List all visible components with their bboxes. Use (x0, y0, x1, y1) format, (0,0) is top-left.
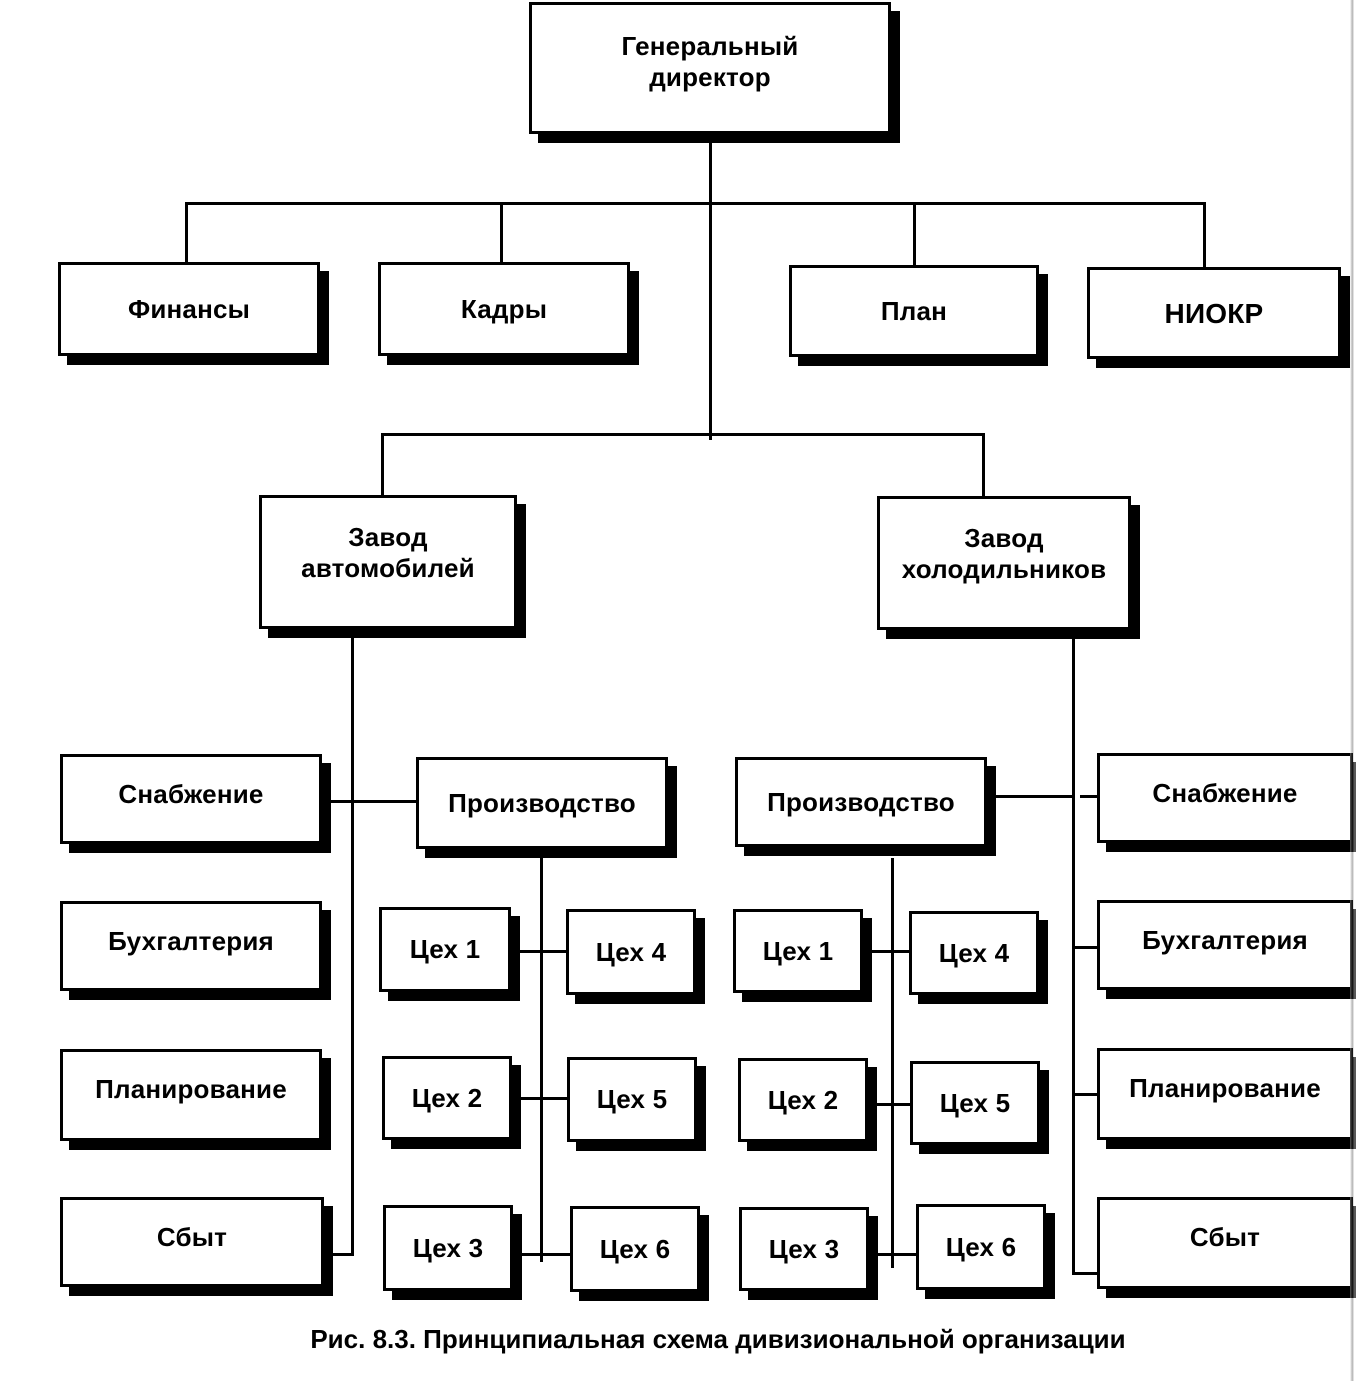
node-label-line2: директор (649, 62, 771, 92)
node-label: Планирование (1129, 1073, 1321, 1103)
connector-staff-bus (185, 202, 1205, 205)
connector-division-auto (381, 433, 384, 497)
node-auto-workshop-3: Цех 3 (383, 1205, 513, 1291)
node-label-line1: Генеральный (621, 31, 799, 61)
node-label-line2: холодильников (901, 554, 1107, 584)
node-fridge-workshop-5: Цех 5 (910, 1061, 1040, 1145)
node-fridge-production: Производство (735, 757, 987, 847)
node-fridge-supply: Снабжение (1097, 753, 1353, 843)
node-plan: План (789, 265, 1039, 357)
node-fridge-workshop-3: Цех 3 (739, 1207, 869, 1291)
connector-fridge-production (996, 795, 1074, 798)
node-auto-planning: Планирование (60, 1049, 322, 1141)
connector-fridge-supply (1080, 795, 1098, 798)
node-label: Цех 1 (762, 935, 834, 966)
node-label: Цех 3 (768, 1233, 840, 1264)
node-label: Сбыт (156, 1222, 228, 1252)
node-label: Производство (448, 787, 636, 818)
node-label: Цех 2 (411, 1082, 483, 1113)
connector-auto-workshop-row1 (508, 950, 570, 953)
node-fridge-workshop-6: Цех 6 (916, 1204, 1046, 1290)
node-rnd: НИОКР (1087, 267, 1341, 359)
connector-division-fridge (982, 433, 985, 498)
node-fridge-workshop-2: Цех 2 (738, 1058, 868, 1142)
node-auto-workshop-2: Цех 2 (382, 1056, 512, 1140)
node-auto-production: Производство (416, 757, 668, 849)
connector-auto-supply (328, 800, 418, 803)
node-label: Планирование (95, 1074, 287, 1104)
connector-fridge-planning (1072, 1093, 1098, 1096)
figure-caption: Рис. 8.3. Принципиальная схема дивизиона… (310, 1324, 1126, 1354)
node-auto-supply: Снабжение (60, 754, 322, 844)
node-label: Цех 4 (938, 937, 1010, 968)
node-fridge-workshop-1: Цех 1 (733, 909, 863, 993)
page-edge (1350, 0, 1356, 1381)
node-label: Цех 3 (412, 1232, 484, 1263)
node-auto-workshop-5: Цех 5 (567, 1057, 697, 1142)
node-auto-sales: Сбыт (60, 1197, 324, 1287)
connector-staff-finance (185, 202, 188, 264)
node-auto-workshop-4: Цех 4 (566, 909, 696, 995)
node-label: Цех 2 (767, 1084, 839, 1115)
node-label-line2: автомобилей (301, 553, 475, 583)
connector-staff-rnd (1203, 202, 1206, 268)
node-auto-accounting: Бухгалтерия (60, 901, 322, 991)
node-label-line1: Завод (964, 523, 1044, 553)
connector-fridge-production-spine (891, 858, 894, 1268)
connector-auto-workshop-row2 (510, 1097, 570, 1100)
connector-auto-workshop-row3 (510, 1253, 572, 1256)
node-division-fridge: Завод холодильников (877, 496, 1131, 630)
node-label: Бухгалтерия (1142, 925, 1308, 955)
node-label: Цех 4 (595, 936, 667, 967)
node-fridge-workshop-4: Цех 4 (909, 911, 1039, 995)
node-label: Финансы (127, 293, 251, 324)
node-label: НИОКР (1164, 297, 1264, 329)
connector-fridge-workshop-row2 (866, 1103, 912, 1106)
connector-division-bus (381, 433, 985, 436)
node-auto-workshop-6: Цех 6 (570, 1206, 700, 1292)
node-fridge-sales: Сбыт (1097, 1197, 1353, 1289)
node-label: Сбыт (1189, 1222, 1261, 1252)
node-label: Снабжение (118, 779, 264, 809)
node-label: Цех 5 (596, 1084, 668, 1114)
node-label: Цех 5 (939, 1087, 1011, 1118)
connector-fridge-accounting (1072, 946, 1098, 949)
node-auto-workshop-1: Цех 1 (379, 907, 511, 992)
node-label: Производство (767, 786, 955, 817)
connector-auto-spine (351, 636, 354, 1256)
node-label-line1: Завод (348, 522, 428, 552)
node-label: Цех 1 (409, 934, 481, 964)
connector-staff-hr (500, 202, 503, 264)
node-label: Бухгалтерия (108, 926, 274, 956)
connector-auto-sales (328, 1253, 354, 1256)
node-division-auto: Завод автомобилей (259, 495, 517, 629)
node-label: Кадры (460, 293, 548, 324)
connector-auto-production-spine (540, 858, 543, 1262)
node-fridge-accounting: Бухгалтерия (1097, 900, 1353, 990)
node-label: Цех 6 (945, 1231, 1017, 1262)
connector-fridge-workshop-row3 (868, 1253, 918, 1256)
connector-root-trunk (709, 134, 712, 440)
node-label: План (880, 295, 948, 326)
connector-fridge-workshop-row1 (862, 950, 912, 953)
node-fridge-planning: Планирование (1097, 1048, 1353, 1140)
node-finance: Финансы (58, 262, 320, 356)
node-label: Цех 6 (599, 1233, 671, 1264)
node-general-director: Генеральный директор (529, 2, 891, 134)
node-hr: Кадры (378, 262, 630, 356)
connector-fridge-sales (1072, 1272, 1098, 1275)
connector-fridge-spine (1072, 636, 1075, 1275)
connector-staff-plan (913, 202, 916, 266)
node-label: Снабжение (1152, 778, 1298, 808)
